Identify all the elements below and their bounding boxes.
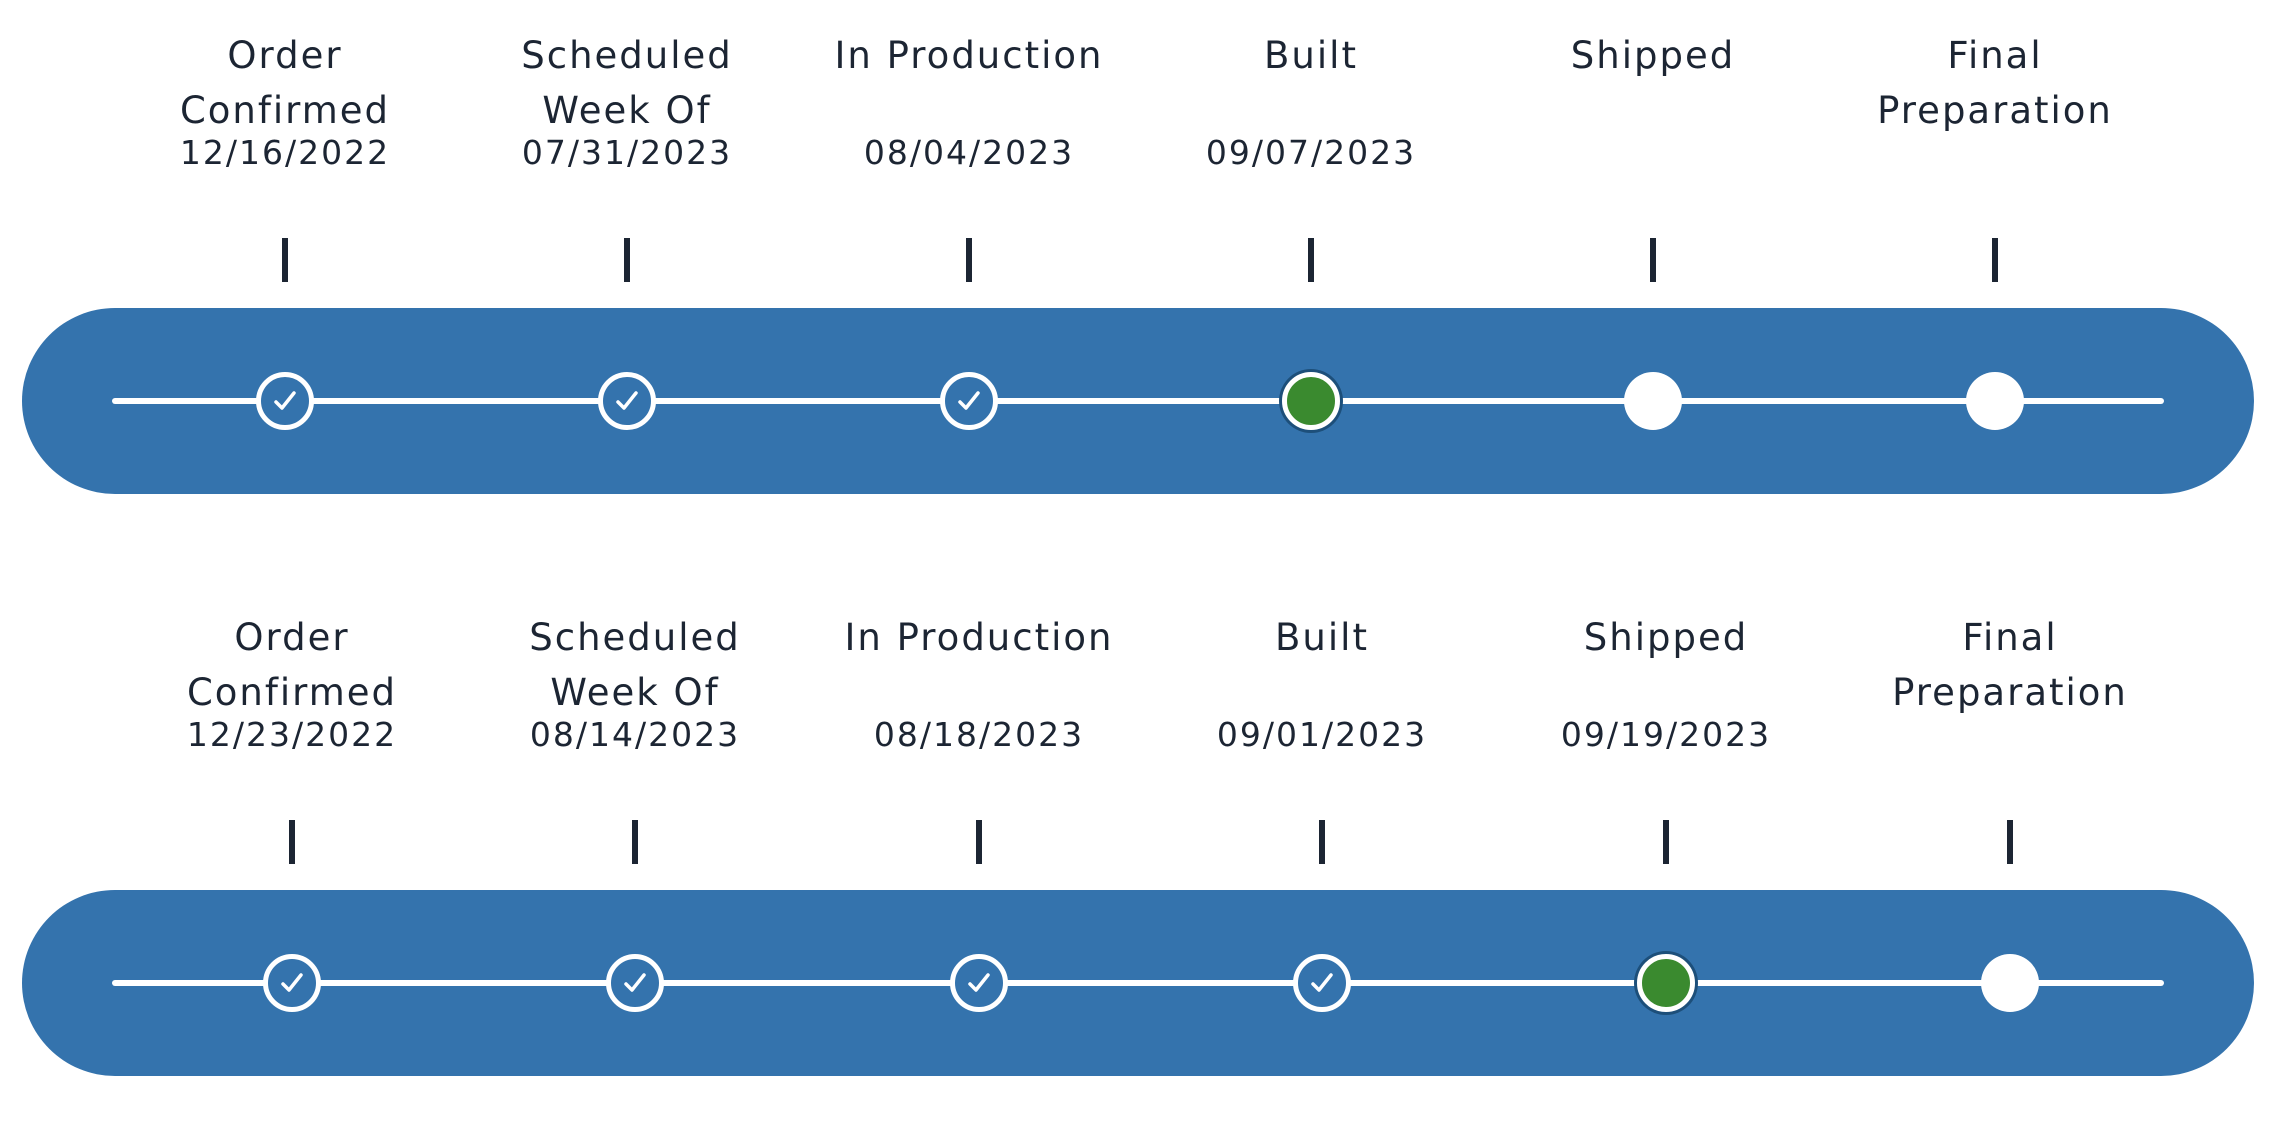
step-tick-mark: [1319, 820, 1325, 864]
progress-bar: [22, 890, 2254, 1076]
step-tick-mark: [1663, 820, 1669, 864]
step-date: 07/31/2023: [521, 133, 733, 172]
check-circle-icon: [606, 954, 664, 1012]
step-title: Order Confirmed: [186, 616, 398, 714]
step-label: Final Preparation: [1835, 28, 2155, 138]
step-title: Scheduled Week Of: [529, 616, 741, 714]
step-date: 08/18/2023: [873, 715, 1085, 754]
step-title: Scheduled Week Of: [521, 34, 733, 132]
progress-bar: [22, 308, 2254, 494]
progress-line: [112, 398, 2164, 404]
current-dot-icon: [1282, 372, 1340, 430]
step-title: In Production: [844, 616, 1114, 659]
step-label: Built 09/01/2023: [1162, 610, 1482, 754]
step-date: 08/04/2023: [863, 133, 1075, 172]
current-dot-icon: [1637, 954, 1695, 1012]
step-label: Final Preparation: [1850, 610, 2170, 720]
step-tick-mark: [289, 820, 295, 864]
step-tick-mark: [624, 238, 630, 282]
step-label: Shipped: [1493, 28, 1813, 138]
check-circle-icon: [1293, 954, 1351, 1012]
step-title: Order Confirmed: [179, 34, 391, 132]
step-title: Final Preparation: [1877, 34, 2113, 132]
step-tick-mark: [282, 238, 288, 282]
step-date: 12/23/2022: [186, 715, 398, 754]
step-date: 08/14/2023: [529, 715, 741, 754]
step-tick-mark: [1650, 238, 1656, 282]
step-title: Built: [1275, 616, 1369, 659]
step-title: Final Preparation: [1892, 616, 2128, 714]
step-date: 12/16/2022: [179, 133, 391, 172]
check-circle-icon: [950, 954, 1008, 1012]
step-date: 09/19/2023: [1560, 715, 1772, 754]
step-tick-mark: [1992, 238, 1998, 282]
progress-line: [112, 980, 2164, 986]
check-circle-icon: [256, 372, 314, 430]
step-tick-mark: [1308, 238, 1314, 282]
pending-dot-icon: [1966, 372, 2024, 430]
step-label: In Production 08/18/2023: [819, 610, 1139, 754]
step-label: Built 09/07/2023: [1151, 28, 1471, 172]
step-title: In Production: [834, 34, 1104, 77]
check-circle-icon: [940, 372, 998, 430]
step-label: In Production 08/04/2023: [809, 28, 1129, 172]
step-tick-mark: [976, 820, 982, 864]
step-tick-mark: [2007, 820, 2013, 864]
step-tick-mark: [632, 820, 638, 864]
check-circle-icon: [263, 954, 321, 1012]
check-circle-icon: [598, 372, 656, 430]
step-date: 09/01/2023: [1216, 715, 1428, 754]
step-tick-mark: [966, 238, 972, 282]
step-date: 09/07/2023: [1205, 133, 1417, 172]
step-title: Shipped: [1570, 34, 1736, 77]
step-label: Shipped 09/19/2023: [1506, 610, 1826, 754]
pending-dot-icon: [1624, 372, 1682, 430]
step-title: Built: [1264, 34, 1358, 77]
pending-dot-icon: [1981, 954, 2039, 1012]
step-title: Shipped: [1583, 616, 1749, 659]
